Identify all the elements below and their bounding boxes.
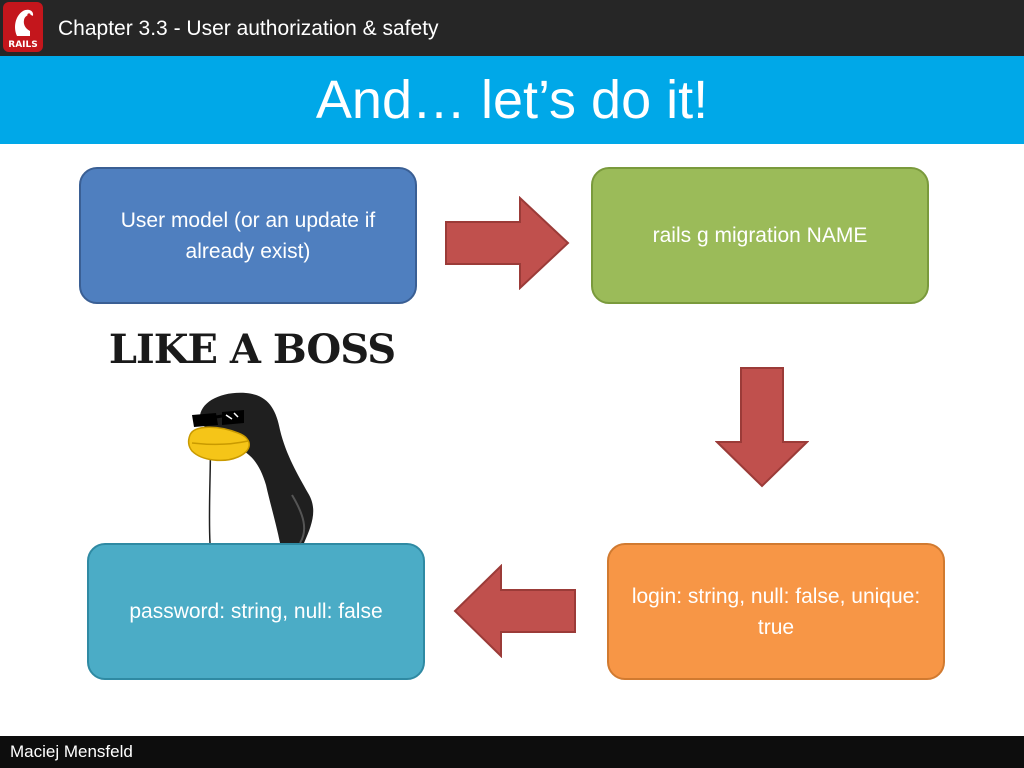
step-password-field: password: string, null: false — [87, 543, 425, 680]
step-user-model: User model (or an update if already exis… — [79, 167, 417, 304]
arrow-left-icon — [453, 564, 576, 658]
arrow-down-icon — [715, 367, 809, 488]
penguin-with-sunglasses-icon — [187, 392, 314, 544]
footer-bar — [0, 736, 1024, 768]
like-a-boss-caption: LIKE A BOSS — [108, 326, 396, 373]
author-name: Maciej Mensfeld — [10, 742, 133, 761]
step-user-model-label: User model (or an update if already exis… — [120, 208, 376, 263]
arrow-right-icon — [445, 196, 570, 290]
rails-logo-icon: RAILS — [3, 2, 43, 52]
step-login-label: login: string, null: false, unique: true — [631, 584, 921, 639]
title-bar — [0, 56, 1024, 144]
step-password-label: password: string, null: false — [129, 600, 383, 623]
logo-text: RAILS — [8, 40, 37, 50]
step-login-field: login: string, null: false, unique: true — [607, 543, 945, 680]
chapter-title: Chapter 3.3 - User authorization & safet… — [58, 17, 439, 40]
top-bar — [0, 0, 1024, 56]
step-migration-label: rails g migration NAME — [652, 224, 868, 247]
slide-title: And… let’s do it! — [315, 70, 709, 130]
step-migration: rails g migration NAME — [591, 167, 929, 304]
